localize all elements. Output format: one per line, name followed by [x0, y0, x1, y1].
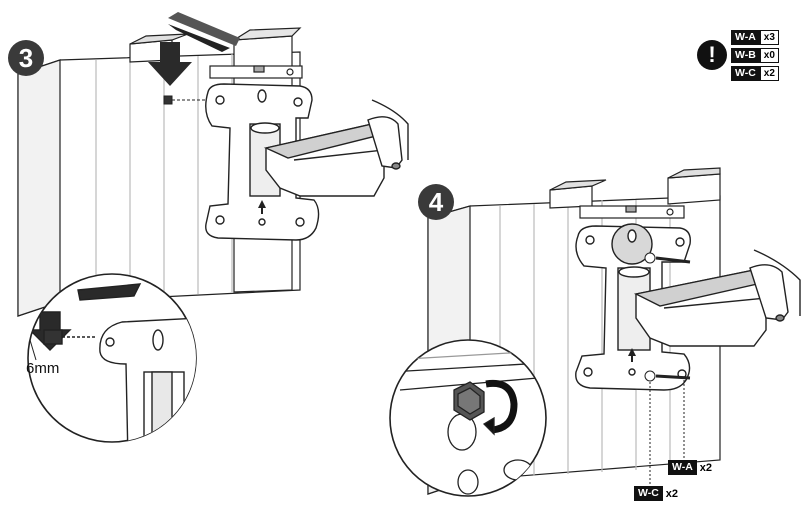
hardware-qty: x2 [759, 66, 779, 81]
step4-studs [549, 167, 721, 209]
step-3-badge: 3 [8, 40, 44, 76]
hardware-tag: W-A [668, 460, 697, 475]
hardware-tag: W-B [731, 48, 760, 63]
step4-up-arrow [628, 348, 636, 362]
hardware-tag: W-C [634, 486, 663, 501]
step3-slide-arrow [168, 12, 240, 52]
hardware-qty: x2 [699, 461, 713, 474]
step3-level [209, 65, 303, 79]
hardware-tag: W-A [731, 30, 760, 45]
hardware-legend-row: W-B x0 [731, 48, 779, 63]
step3-detail-magnifier [27, 273, 197, 443]
step4-lag-screws [644, 252, 691, 486]
step3-screw [163, 95, 208, 105]
hardware-legend-row: W-A x3 [731, 30, 779, 45]
exclamation-icon: ! [697, 40, 727, 70]
callout-w-c: W-C x2 [634, 486, 678, 501]
step3-down-arrow [148, 42, 192, 86]
step-4-badge: 4 [418, 184, 454, 220]
hardware-qty: x3 [759, 30, 779, 45]
hardware-legend-row: W-C x2 [731, 66, 779, 81]
hardware-tag: W-C [731, 66, 760, 81]
screw-size-label: 6mm [26, 360, 60, 377]
hardware-qty: x2 [665, 487, 679, 500]
step4-arm [617, 249, 801, 351]
hardware-qty: x0 [759, 48, 779, 63]
step3-arm [249, 99, 409, 197]
dimension-leader [29, 339, 37, 361]
step4-level [579, 205, 685, 219]
step3-up-arrow [258, 200, 266, 214]
callout-w-a: W-A x2 [668, 460, 712, 475]
